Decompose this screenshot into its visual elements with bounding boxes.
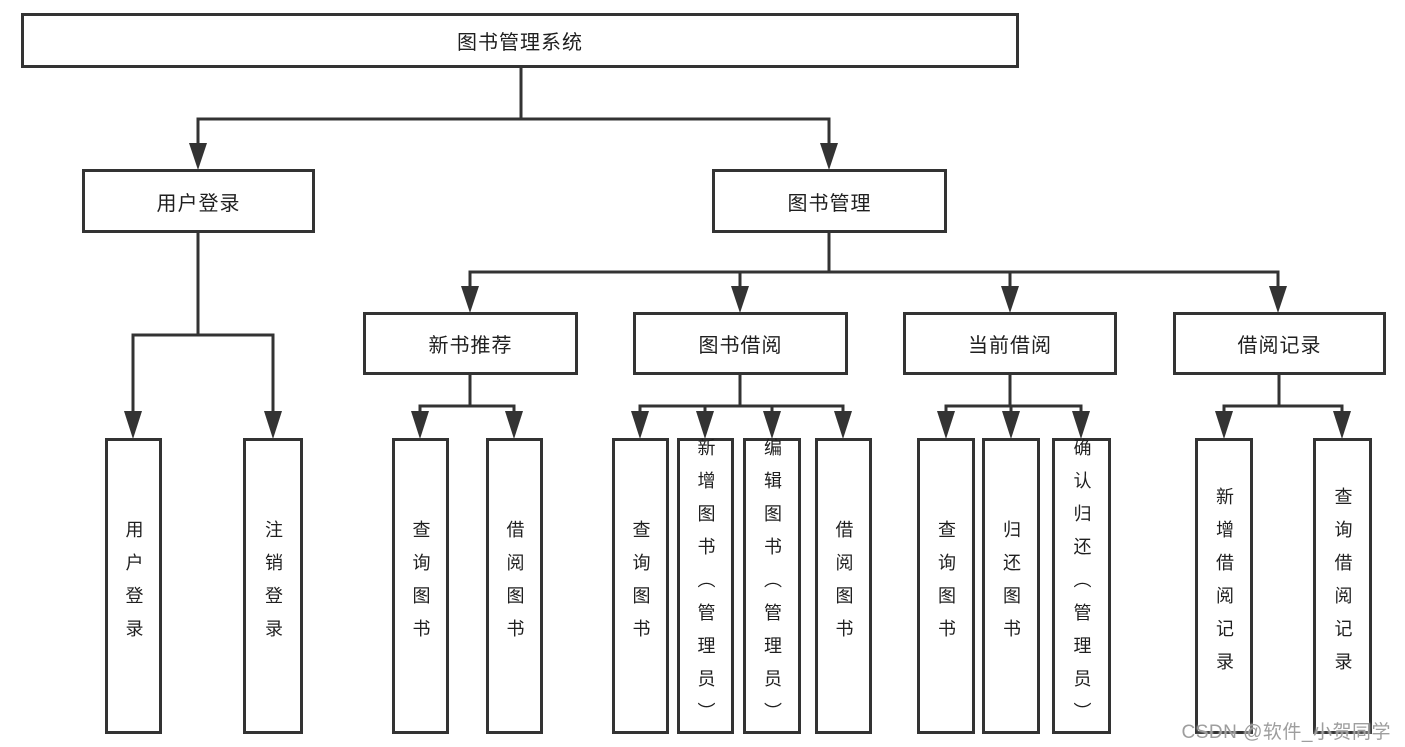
leaf-label: 编辑图书（管理员）	[762, 437, 782, 735]
leaf-current-confirm-return-admin: 确认归还（管理员）	[1052, 437, 1111, 735]
leaf-records-query-record: 查询借阅记录	[1313, 438, 1372, 734]
leaf-label: 借阅图书	[504, 520, 525, 652]
leaf-borrow-borrow-books: 借阅图书	[815, 438, 872, 734]
node-label: 借阅记录	[1237, 335, 1322, 357]
leaf-borrow-query-books: 查询图书	[612, 438, 669, 734]
node-root-library-system: 图书管理系统	[21, 13, 1019, 68]
leaf-label: 查询图书	[630, 520, 651, 652]
node-label: 图书管理	[787, 192, 872, 215]
csdn-watermark: CSDN @软件_小贺同学	[1181, 722, 1391, 743]
leaf-newbook-query-books: 查询图书	[392, 438, 449, 734]
leaf-label: 借阅图书	[833, 520, 854, 652]
leaf-label: 归还图书	[1001, 520, 1021, 652]
leaf-label: 确认归还（管理员）	[1071, 437, 1092, 735]
leaf-label: 查询借阅记录	[1332, 487, 1353, 685]
leaf-label: 注销登录	[263, 520, 283, 652]
node-book-borrow: 图书借阅	[633, 312, 848, 375]
leaf-records-add-record: 新增借阅记录	[1195, 438, 1253, 734]
node-label: 图书借阅	[698, 335, 783, 357]
node-book-management: 图书管理	[712, 169, 947, 233]
leaf-label: 用户登录	[123, 520, 144, 652]
leaf-user-login: 用户登录	[105, 438, 162, 734]
leaf-logout: 注销登录	[243, 438, 303, 734]
leaf-label: 新增图书（管理员）	[695, 437, 716, 735]
leaf-label: 新增借阅记录	[1214, 487, 1234, 685]
node-borrow-records: 借阅记录	[1173, 312, 1386, 375]
node-label: 用户登录	[156, 192, 241, 215]
leaf-current-return-books: 归还图书	[982, 438, 1040, 734]
node-new-book-recommend: 新书推荐	[363, 312, 578, 375]
node-label: 新书推荐	[428, 335, 513, 357]
node-user-login: 用户登录	[82, 169, 315, 233]
leaf-borrow-edit-books-admin: 编辑图书（管理员）	[743, 437, 801, 735]
leaf-label: 查询图书	[410, 520, 431, 652]
node-current-borrow: 当前借阅	[903, 312, 1117, 375]
node-label: 图书管理系统	[457, 32, 583, 54]
leaf-current-query-books: 查询图书	[917, 438, 975, 734]
node-label: 当前借阅	[968, 335, 1052, 357]
leaf-borrow-add-books-admin: 新增图书（管理员）	[677, 437, 734, 735]
leaf-newbook-borrow-books: 借阅图书	[486, 438, 543, 734]
leaf-label: 查询图书	[936, 520, 956, 652]
